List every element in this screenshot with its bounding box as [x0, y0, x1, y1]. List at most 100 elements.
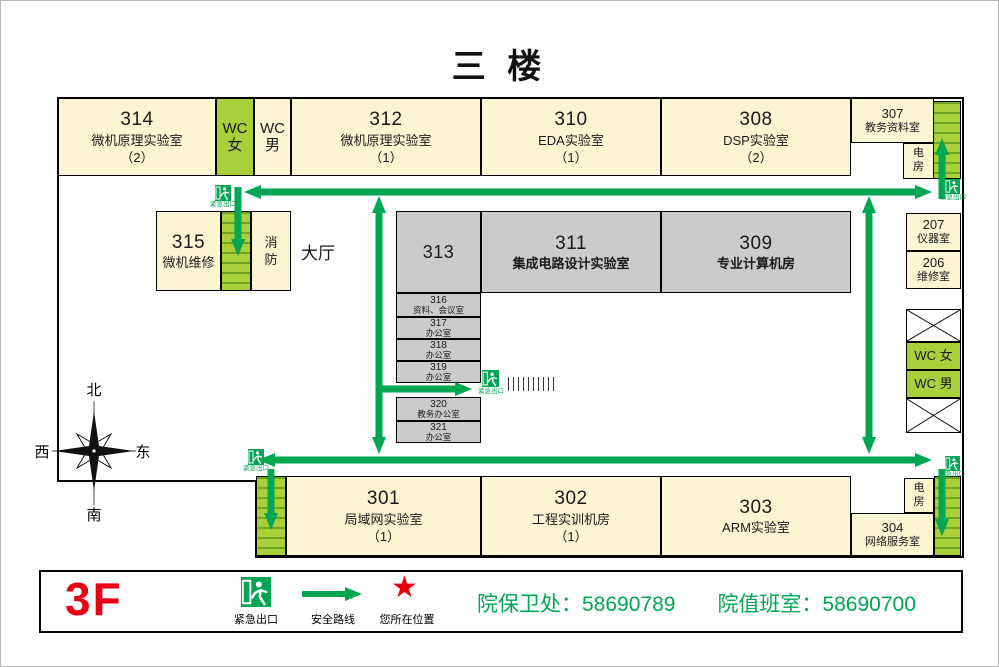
room-number: 309	[739, 232, 773, 254]
room-name: 教务资料室	[865, 121, 920, 134]
room-name: 办公室	[425, 431, 452, 442]
emergency-exit-icon	[215, 185, 231, 201]
room-309: 309 专业计算机房	[661, 211, 851, 293]
room-name: 消	[264, 234, 278, 250]
room-number: 315	[171, 231, 206, 253]
room-name: 网络服务室	[865, 535, 920, 548]
room-307: 307 教务资料室	[851, 98, 934, 143]
room-wc-male-right: WC 男	[906, 370, 961, 398]
room-wc-male-top: WC 男	[254, 98, 291, 176]
room-name: 工程实训机房	[531, 511, 610, 527]
room-308: 308 DSP实验室 （2）	[661, 98, 851, 176]
emergency-exit-icon	[945, 456, 960, 471]
room-number: 303	[739, 496, 773, 518]
room-name: 电	[913, 147, 924, 160]
unused-room-box	[906, 309, 961, 342]
wc-label: 女	[227, 137, 243, 154]
emergency-exit-label: 紧急出口	[939, 471, 965, 478]
room-320: 320 教务办公室	[396, 397, 481, 421]
room-321: 321 办公室	[396, 421, 481, 443]
room-206: 206 维修室	[906, 251, 961, 289]
room-304: 304 网络服务室	[851, 513, 934, 556]
wc-label: WC 女	[914, 347, 953, 363]
legend-route-label: 安全路线	[311, 614, 355, 626]
duty-office-phone: 院值班室：58690700	[717, 593, 916, 616]
compass-rose: 北 南 西 东	[34, 382, 149, 524]
route-arrow-icon	[302, 587, 362, 601]
room-303: 303 ARM实验室	[661, 476, 851, 556]
room-301: 301 局域网实验室 （1）	[286, 476, 481, 556]
room-311: 311 集成电路设计实验室	[481, 211, 661, 293]
legend-exit-label: 紧急出口	[234, 614, 278, 626]
location-star-icon: ★	[391, 571, 418, 604]
wc-label: 男	[264, 137, 280, 154]
room-fire: 消 防	[251, 211, 291, 291]
unused-room-box	[906, 398, 961, 433]
room-314: 314 微机原理实验室 （2）	[58, 98, 216, 176]
room-number: 206	[922, 255, 945, 270]
room-name: EDA实验室	[538, 132, 604, 148]
room-number: 310	[554, 108, 588, 130]
room-sub: （1）	[366, 528, 401, 544]
room-317: 317 办公室	[396, 317, 481, 339]
room-number: 316	[430, 294, 447, 306]
emergency-exit-label: 紧急出口	[478, 388, 504, 395]
legend-location-label: 您所在位置	[379, 614, 435, 626]
room-319: 319 办公室	[396, 361, 481, 383]
room-number: 320	[430, 398, 447, 410]
compass-west-label: 西	[34, 444, 49, 461]
room-number: 207	[922, 217, 945, 232]
floor-badge: 3F	[65, 573, 123, 625]
room-wc-female-top: WC 女	[216, 98, 254, 176]
room-name: 微机原理实验室	[340, 132, 432, 148]
room-313: 313	[396, 211, 481, 293]
room-name: 集成电路设计实验室	[512, 256, 630, 272]
emergency-exit-icon	[482, 370, 499, 387]
x-mark-icon	[907, 310, 960, 341]
room-name: DSP实验室	[723, 132, 789, 148]
room-wc-female-right: WC 女	[906, 342, 961, 370]
room-power-top: 电 房	[903, 143, 934, 179]
wc-label: WC	[222, 119, 248, 137]
stairs-bottom-left	[256, 476, 286, 556]
room-number: 302	[554, 487, 588, 509]
room-number: 311	[555, 232, 587, 254]
compass-east-label: 东	[135, 444, 149, 461]
room-number: 312	[369, 108, 403, 130]
stairs-315	[221, 211, 251, 291]
room-number: 318	[430, 339, 447, 351]
page-title: 三 楼	[451, 48, 548, 86]
room-sub: （1）	[554, 149, 588, 165]
room-name: 资料、会议室	[412, 304, 464, 315]
room-name: 房	[913, 161, 924, 173]
emergency-exit-label: 紧急出口	[940, 194, 966, 201]
room-number: 307	[881, 105, 904, 121]
room-name: ARM实验室	[722, 520, 790, 536]
exit-hatch-marks	[508, 377, 554, 391]
room-316: 316 资料、会议室	[396, 293, 481, 317]
wc-label: WC 男	[914, 375, 953, 391]
stairs-bottom-right	[934, 476, 961, 556]
room-name: 微机维修	[162, 255, 215, 271]
compass-north-label: 北	[86, 382, 101, 399]
room-number: 301	[366, 487, 401, 509]
hall-label: 大厅	[301, 244, 335, 263]
wc-label: WC	[260, 119, 285, 137]
room-name: 电	[913, 481, 925, 494]
emergency-exit-icon	[248, 449, 264, 465]
room-302: 302 工程实训机房 （1）	[481, 476, 661, 556]
room-312: 312 微机原理实验室 （1）	[291, 98, 481, 176]
emergency-exit-label: 紧急出口	[243, 465, 269, 472]
room-315: 315 微机维修	[156, 211, 221, 291]
room-207: 207 仪器室	[906, 213, 961, 251]
emergency-exit-label: 紧急出口	[210, 201, 236, 208]
room-number: 313	[422, 241, 455, 262]
room-number: 314	[120, 108, 154, 130]
room-sub: （2）	[739, 149, 773, 165]
room-number: 319	[430, 361, 447, 373]
room-number: 308	[739, 108, 773, 130]
security-office-phone: 院保卫处：58690789	[477, 593, 676, 616]
room-power-bottom: 电 房	[904, 478, 934, 513]
room-name: 仪器室	[917, 233, 950, 246]
